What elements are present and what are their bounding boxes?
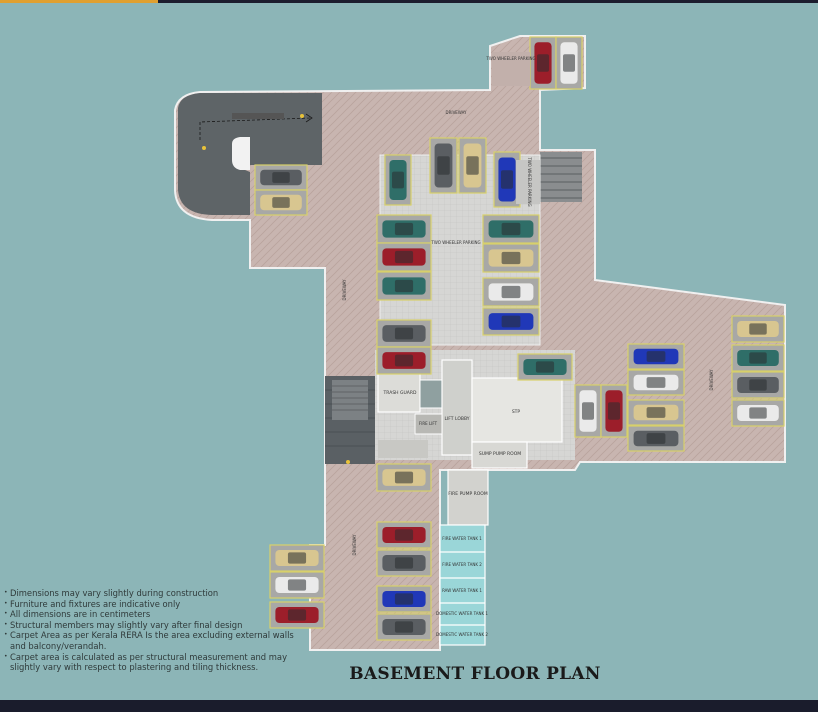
parking-bay [731,344,785,372]
parking-bay [731,399,785,427]
label-driveway-bottom: DRIVEWAY [352,534,357,555]
parking-bay [731,315,785,343]
note-item: All dimensions are in centimeters [4,609,304,620]
parking-bay [376,242,432,272]
ramp-stripes [332,152,582,420]
label-sump-pump-room: SUMP PUMP ROOM [479,451,521,457]
parking-bay [517,353,573,381]
parking-bay [376,521,432,549]
service-core [375,350,575,526]
disclaimer-notes: Dimensions may vary slightly during cons… [4,588,304,673]
label-domestic-tank-2: DOMESTIC WATER TANK 2 [436,632,488,637]
label-driveway-right: DRIVEWAY [709,369,714,390]
note-item: Furniture and fixtures are indicative on… [4,599,304,610]
note-item: Carpet area is calculated as per structu… [4,652,304,673]
parking-bay [376,271,432,301]
top-border [0,0,818,3]
parking-bay [627,425,685,452]
parking-bay [376,463,432,492]
label-trash-guard: TRASH GUARD [383,390,417,396]
parking-bay [627,343,685,370]
label-driveway-left: DRIVEWAY [342,279,347,300]
two-wheeler-marks [492,52,540,204]
parking-bay [376,549,432,577]
label-fire-lift: FIRE LIFT [419,421,438,426]
entry-ramp [178,93,322,215]
parking-bay [555,36,583,90]
note-item: Structural members may slightly vary aft… [4,620,304,631]
label-domestic-tank: DOMESTIC WATER TANK 1 [436,611,488,616]
parking-bay [600,384,628,438]
parking-bay [482,277,540,307]
parking-bay [376,613,432,641]
parking-bay [482,214,540,244]
label-lift-lobby: LIFT LOBBY [444,416,469,422]
parking-bay [384,154,412,206]
parking-bay [269,544,325,572]
label-two-wheeler-side: TWO WHEELER PARKING [527,156,532,206]
label-stp: STP [512,409,521,415]
label-fire-tank-2: FIRE WATER TANK 2 [442,562,482,567]
parking-bay [254,189,308,216]
top-accent-bar [0,0,158,3]
parking-bay [627,369,685,396]
parking-bay [458,137,487,194]
label-raw-tank: RAW WATER TANK 1 [442,588,482,593]
note-item: Carpet Area as per Kerala RERA Is the ar… [4,630,304,651]
parking-bay [376,585,432,613]
parking-bay [376,214,432,244]
plan-title: BASEMENT FLOOR PLAN [349,664,601,684]
bottom-border [0,700,818,712]
parking-bay [574,384,602,438]
label-two-wheeler-top: TWO WHEELER PARKING [485,56,535,61]
parking-bay [627,399,685,426]
parking-bay [529,36,557,90]
water-tanks [439,524,486,646]
parking-bay [254,164,308,191]
parking-bays [254,36,785,641]
parking-bay [376,346,432,375]
parking-bay [482,307,540,336]
label-fire-tank-1: FIRE WATER TANK 1 [442,536,482,541]
parking-bay [731,371,785,399]
parking-bay [482,243,540,273]
parking-bay [493,151,521,208]
plan-labels: DRIVEWAY DRIVEWAY DRIVEWAY DRIVEWAY TWO … [342,56,714,637]
parking-bay [376,319,432,348]
label-two-wheeler-mid: TWO WHEELER PARKING [430,240,480,245]
parking-bay [429,137,458,194]
label-fire-pump-room: FIRE PUMP ROOM [448,491,488,497]
label-driveway-top: DRIVEWAY [446,110,467,115]
note-item: Dimensions may vary slightly during cons… [4,588,304,599]
